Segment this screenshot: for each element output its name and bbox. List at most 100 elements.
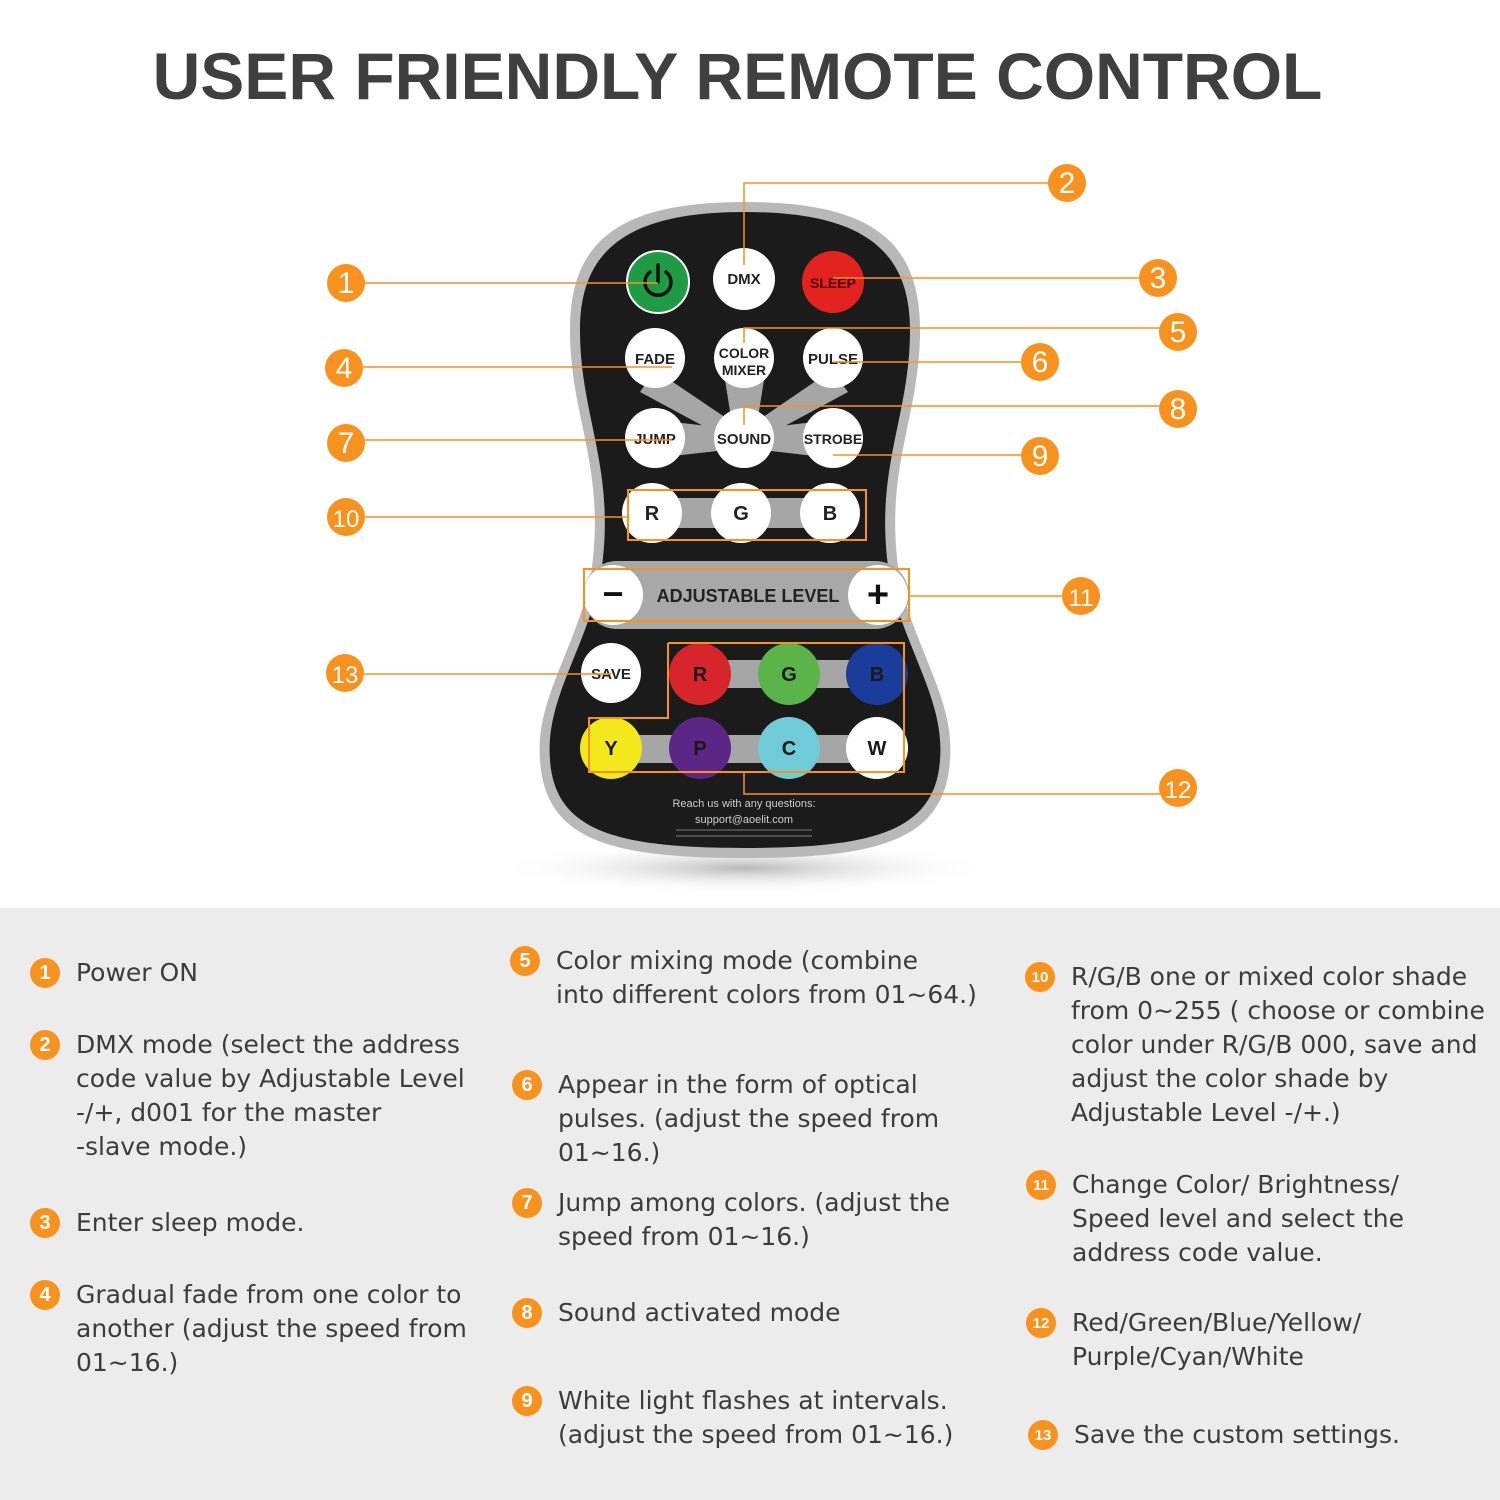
sleep-button[interactable]: SLEEP: [802, 251, 864, 313]
legend-number: 13: [1028, 1420, 1058, 1450]
rgb-b-button[interactable]: B: [800, 483, 860, 543]
callout-number: 11: [1069, 585, 1094, 612]
legend-item-13: 13 Save the custom settings.: [1028, 1418, 1400, 1452]
color-button-label: C: [782, 738, 796, 760]
callout-number: 12: [1165, 777, 1192, 804]
legend-text: Jump among colors. (adjust the speed fro…: [558, 1188, 951, 1251]
page-title: USER FRIENDLY REMOTE CONTROL: [152, 39, 1323, 113]
fade-button[interactable]: FADE: [625, 328, 685, 388]
legend-item-2: 2 DMX mode (select the address code value…: [30, 1028, 465, 1164]
color-button-label: P: [693, 738, 706, 760]
strobe-label: STROBE: [804, 431, 862, 447]
power-button[interactable]: [626, 250, 690, 314]
color-button-label: B: [870, 664, 884, 686]
color-button-label: W: [868, 738, 887, 760]
callout-number: 4: [336, 352, 353, 385]
rgb-g-button[interactable]: G: [711, 483, 771, 543]
color-mixer-label-2: MIXER: [722, 362, 766, 378]
dmx-button[interactable]: DMX: [713, 248, 775, 310]
color-button-w-row2[interactable]: W: [846, 717, 908, 779]
rgb-r-button[interactable]: R: [622, 483, 682, 543]
color-mixer-button[interactable]: COLOR MIXER: [714, 328, 774, 388]
legend-text: Save the custom settings.: [1074, 1420, 1400, 1449]
remote-diagram: DMX SLEEP FADE COLOR MIXER PULSE JUMP SO…: [325, 164, 1197, 894]
callout-5: 5: [1159, 313, 1197, 351]
legend-text: Sound activated mode: [558, 1298, 841, 1327]
strobe-button[interactable]: STROBE: [803, 408, 863, 468]
callout-1: 1: [327, 264, 365, 302]
callout-4: 4: [325, 349, 363, 387]
legend-number: 12: [1026, 1308, 1056, 1338]
level-minus-button[interactable]: −: [583, 565, 643, 625]
sound-button[interactable]: SOUND: [714, 408, 774, 468]
legend-text: Enter sleep mode.: [76, 1208, 305, 1237]
color-button-p-row2[interactable]: P: [669, 717, 731, 779]
legend-text: Change Color/ Brightness/ Speed level an…: [1072, 1170, 1404, 1267]
color-button-c-row2[interactable]: C: [758, 717, 820, 779]
legend-item-12: 12 Red/Green/Blue/Yellow/ Purple/Cyan/Whi…: [1026, 1306, 1361, 1374]
callout-3: 3: [1139, 259, 1177, 297]
legend-number: 2: [30, 1030, 60, 1060]
legend-item-3: 3 Enter sleep mode.: [30, 1206, 304, 1240]
callout-number: 3: [1150, 262, 1167, 295]
sound-label: SOUND: [717, 431, 771, 448]
callout-9: 9: [1021, 437, 1059, 475]
rgb-highlight-box: [627, 489, 867, 541]
jump-button[interactable]: JUMP: [625, 408, 685, 468]
legend-number: 8: [512, 1298, 542, 1328]
legend-item-8: 8 Sound activated mode: [512, 1296, 841, 1330]
remote-footer-line-2: support@aoelit.com: [695, 814, 793, 826]
sleep-label: SLEEP: [810, 275, 856, 291]
callout-2: 2: [1048, 164, 1086, 202]
legend-panel: 1 Power ON 2 DMX mode (select the address c…: [0, 908, 1500, 1500]
callout-6: 6: [1021, 343, 1059, 381]
callout-12: 12: [1159, 769, 1197, 807]
callout-13: 13: [326, 654, 364, 692]
legend-number: 3: [30, 1208, 60, 1238]
pulse-button[interactable]: PULSE: [803, 328, 863, 388]
legend-number: 10: [1025, 962, 1055, 992]
remote-shadow: [495, 842, 995, 894]
color-button-label: R: [693, 664, 708, 686]
rgb-r-label: R: [645, 503, 660, 525]
level-plus-button[interactable]: +: [848, 565, 908, 625]
legend-item-7: 7 Jump among colors. (adjust the speed fr…: [512, 1186, 950, 1254]
legend-text: DMX mode (select the address code value …: [76, 1030, 465, 1161]
color-button-label: Y: [604, 738, 618, 760]
rgb-b-label: B: [823, 503, 837, 525]
legend-number: 11: [1026, 1170, 1056, 1200]
legend-text: Appear in the form of optical pulses. (a…: [558, 1070, 940, 1167]
legend-text: White light flashes at intervals. (adjus…: [558, 1386, 954, 1449]
legend-text: Power ON: [76, 958, 198, 987]
color-button-r-row1[interactable]: R: [669, 643, 731, 705]
color-button-b-row1[interactable]: B: [846, 643, 908, 705]
color-button-g-row1[interactable]: G: [758, 643, 820, 705]
legend-number: 7: [512, 1188, 542, 1218]
color-buttons: R G B Y P C W: [580, 643, 908, 779]
minus-icon: −: [602, 573, 623, 614]
callout-number: 1: [338, 267, 355, 300]
pulse-label: PULSE: [808, 351, 858, 368]
legend-number: 1: [30, 958, 60, 988]
fade-label: FADE: [635, 351, 675, 368]
legend-item-11: 11 Change Color/ Brightness/ Speed level …: [1026, 1168, 1404, 1270]
color-row2-bar: [610, 735, 880, 763]
callout-10: 10: [327, 498, 365, 536]
rgb-g-label: G: [733, 503, 749, 525]
save-button[interactable]: SAVE: [581, 643, 641, 703]
callout-number: 8: [1170, 393, 1187, 426]
color-highlight-box: [588, 642, 905, 773]
legend-text: R/G/B one or mixed color shade from 0~25…: [1071, 962, 1485, 1127]
highlight-boxes: [583, 489, 910, 773]
legend-text: Red/Green/Blue/Yellow/ Purple/Cyan/White: [1072, 1308, 1362, 1371]
power-icon: [643, 263, 673, 297]
level-label: ADJUSTABLE LEVEL: [657, 586, 840, 606]
callout-number: 5: [1170, 316, 1187, 349]
color-button-y-row2[interactable]: Y: [580, 717, 642, 779]
legend-number: 5: [510, 946, 540, 976]
